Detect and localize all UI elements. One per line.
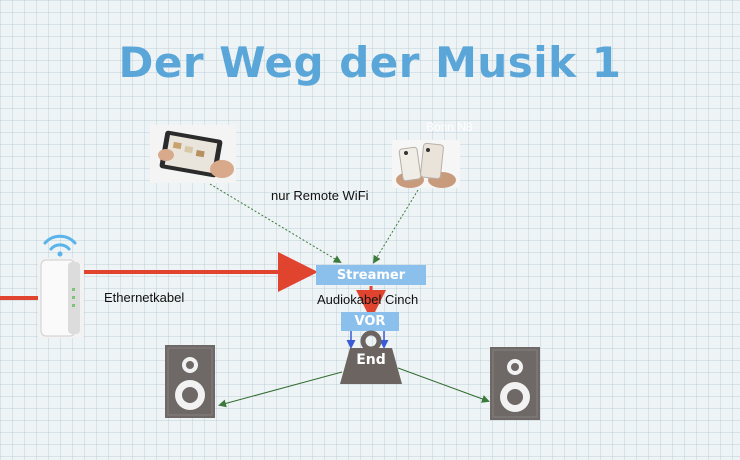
- weight-icon: [340, 330, 402, 384]
- smartphones-icon: [392, 140, 460, 188]
- page-title: Der Weg der Musik 1: [118, 38, 622, 87]
- speaker-icon: [165, 345, 215, 418]
- remote-arrow-phone: [372, 189, 419, 264]
- preamp-box: VOR: [341, 312, 399, 331]
- power-amp-label: End: [356, 352, 386, 368]
- tablet-icon: [150, 125, 236, 183]
- ethernet-label: Ethernetkabel: [104, 290, 185, 305]
- speaker-arrow-left: [218, 371, 343, 408]
- phone-caption: Bonn N8: [426, 120, 473, 134]
- speaker-icon: [490, 347, 540, 420]
- audio-cable-label: Audiokabel Cinch: [317, 292, 419, 307]
- speaker-arrow-right: [397, 367, 490, 403]
- wifi-router-icon: [38, 258, 84, 338]
- remote-wifi-label: nur Remote WiFi: [271, 188, 369, 203]
- streamer-box: Streamer: [316, 265, 426, 285]
